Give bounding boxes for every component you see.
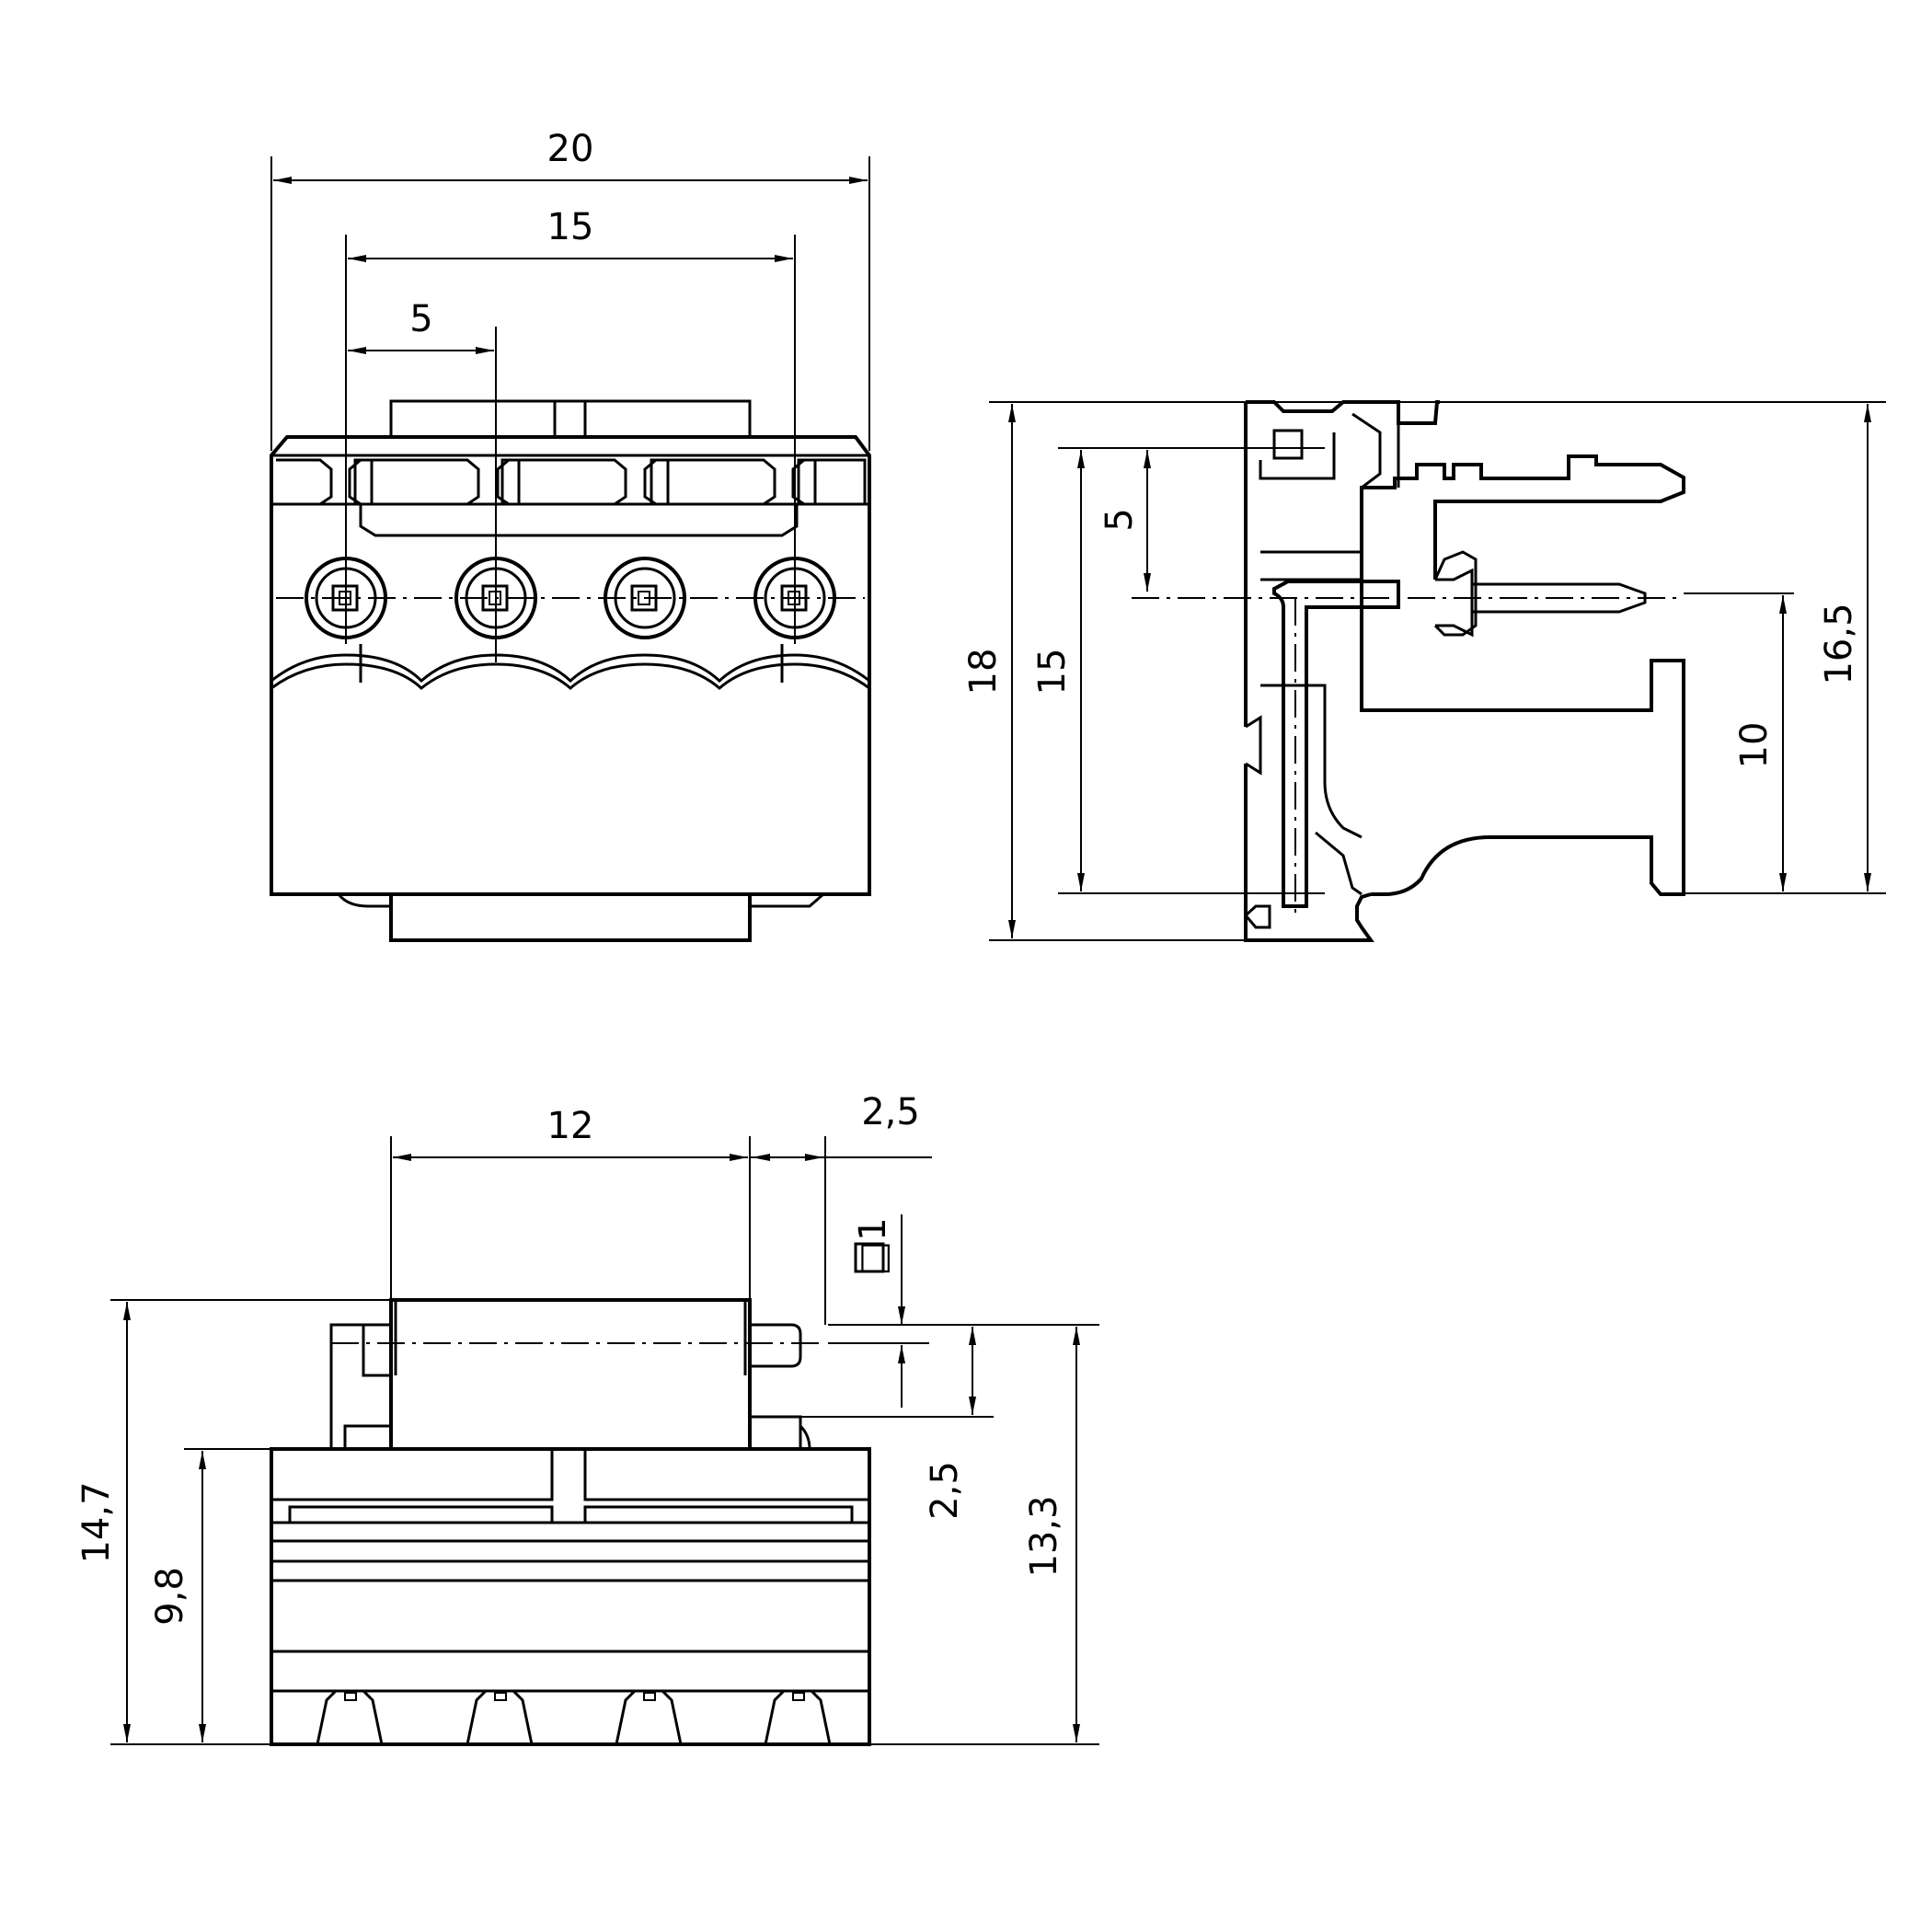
bottom-view xyxy=(110,1136,1099,1746)
dim-side-pitch: 5 xyxy=(1098,508,1141,531)
dim-side-height-inner: 15 xyxy=(1031,649,1074,696)
side-view xyxy=(989,400,1886,942)
dim-side-height-right: 16,5 xyxy=(1818,603,1860,684)
dim-front-pitch-span: 15 xyxy=(547,206,594,248)
dim-bottom-pin-offset: 2,5 xyxy=(861,1091,920,1133)
dim-bottom-pin-square: □1 xyxy=(852,1217,894,1275)
dim-bottom-height-pin: 13,3 xyxy=(1023,1495,1065,1577)
dim-side-height-total: 18 xyxy=(962,649,1005,696)
front-view xyxy=(270,156,871,942)
dim-bottom-height-body: 9,8 xyxy=(149,1567,191,1626)
dim-bottom-body-width: 12 xyxy=(547,1105,594,1147)
dim-bottom-height-total: 14,7 xyxy=(75,1481,118,1563)
dimension-labels: 20 15 5 18 15 5 10 16,5 12 2,5 □1 14,7 9… xyxy=(75,128,1860,1626)
dim-front-width-total: 20 xyxy=(547,128,594,170)
dim-front-pitch: 5 xyxy=(409,298,432,340)
dim-bottom-pin-gap: 2,5 xyxy=(924,1461,966,1520)
dim-side-pin-height: 10 xyxy=(1733,722,1776,769)
